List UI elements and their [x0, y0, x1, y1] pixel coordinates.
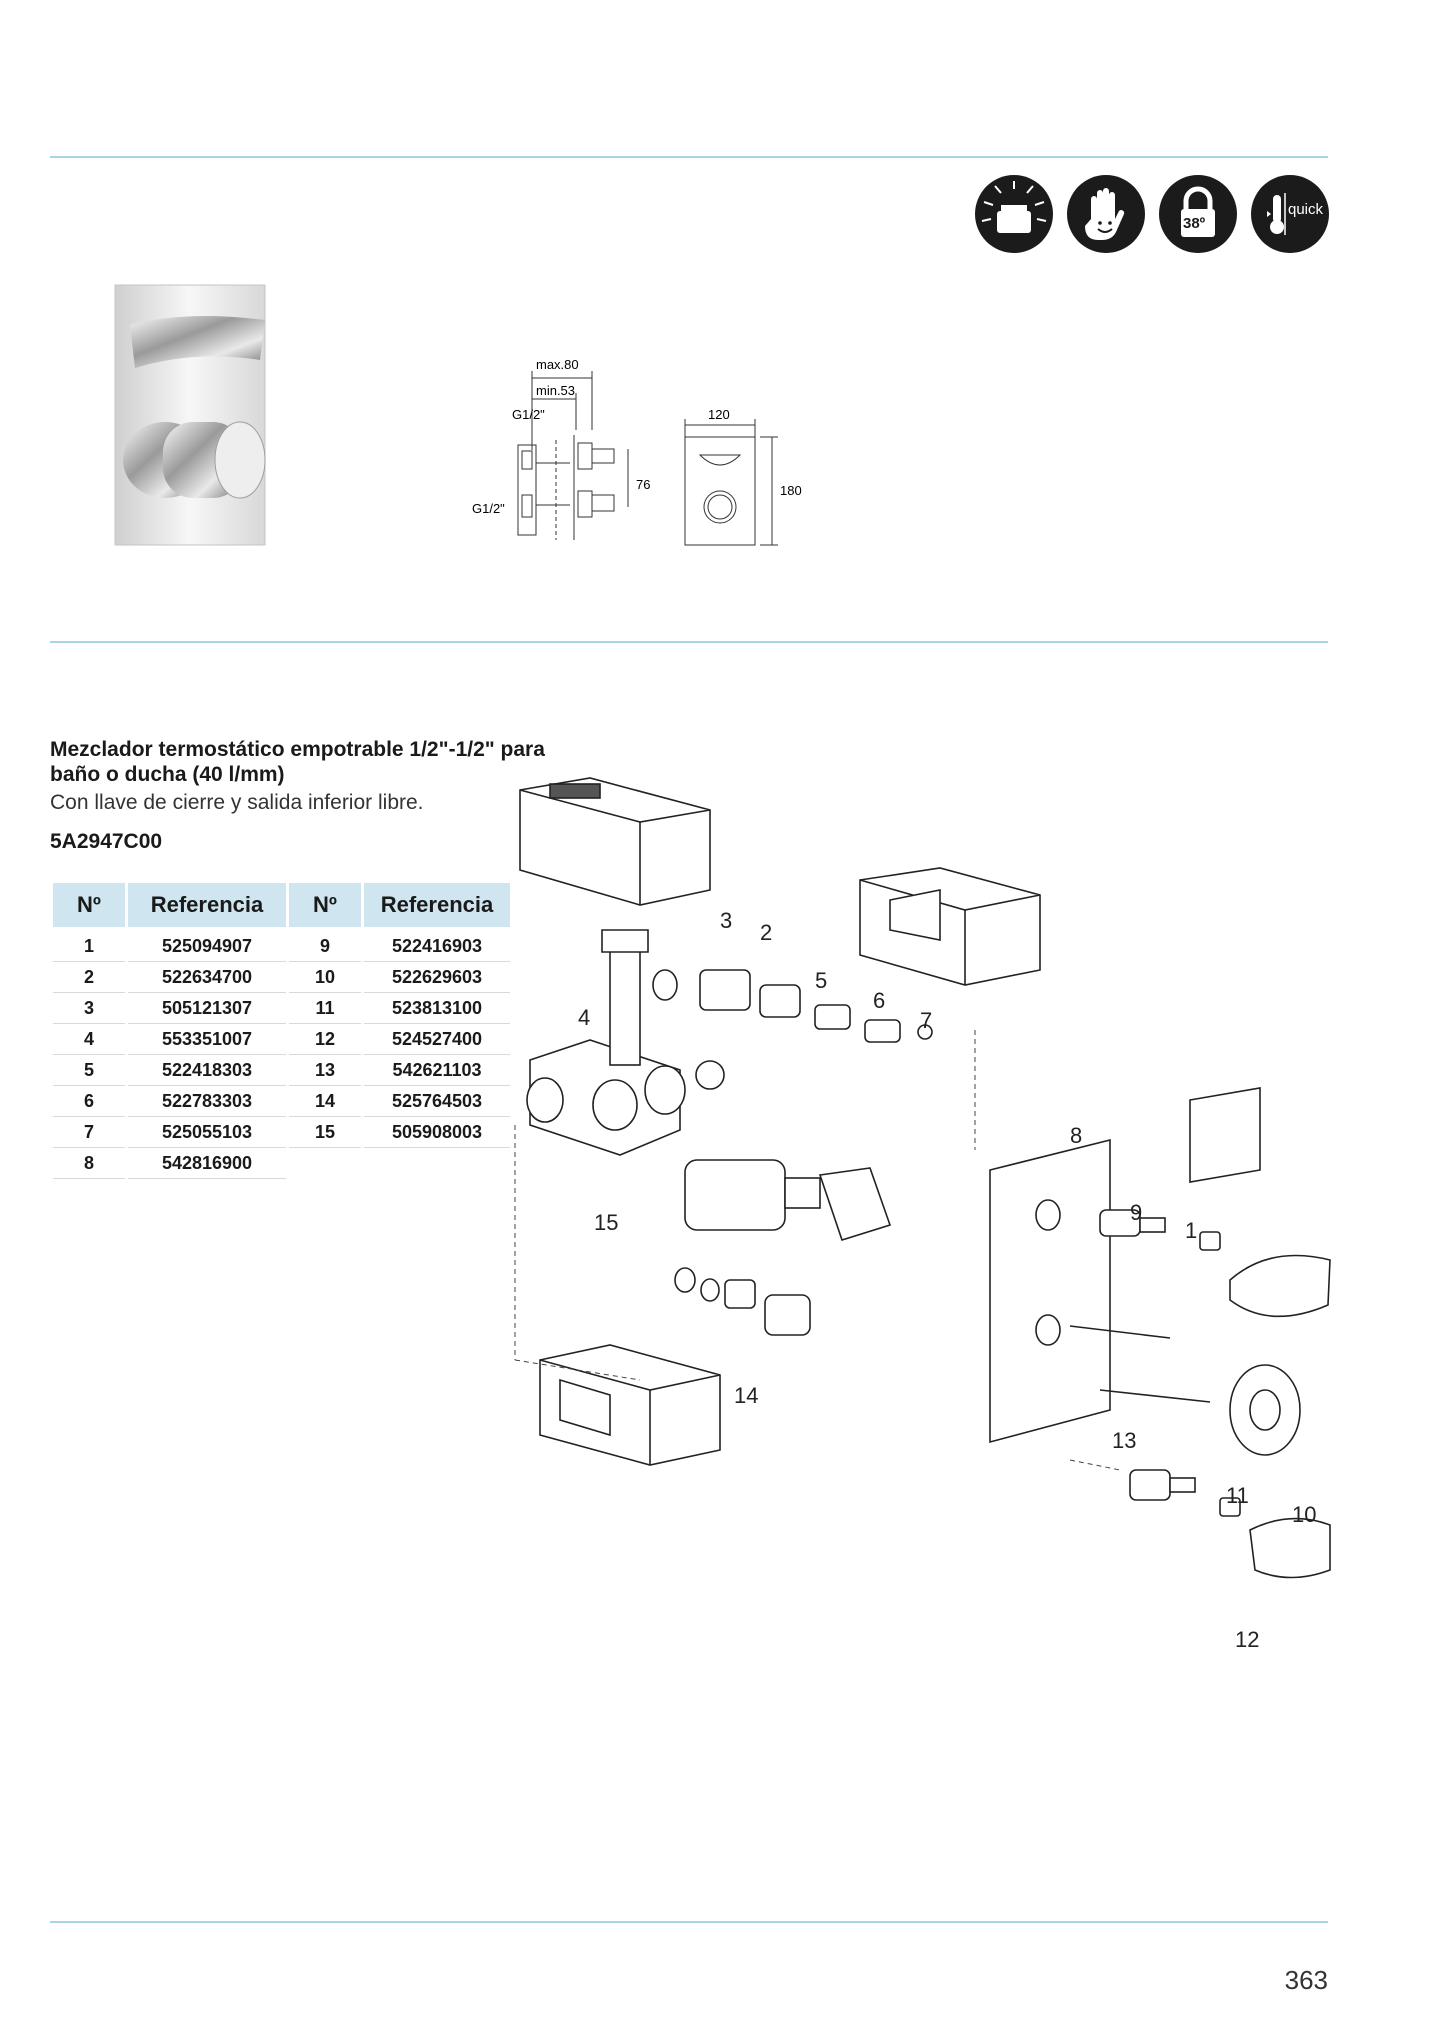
product-code: 5A2947C00 — [50, 830, 163, 853]
product-photo — [114, 284, 266, 546]
callout-3: 3 — [720, 908, 732, 933]
callout-12: 12 — [1235, 1627, 1259, 1652]
product-title: Mezclador termostático empotrable 1/2"-1… — [50, 738, 545, 786]
product-subtitle: Con llave de cierre y salida inferior li… — [50, 791, 424, 814]
callout-11: 11 — [1226, 1483, 1249, 1508]
dimension-drawing: max.80 min.53 G1/2" G1/2" 76 120 180 — [472, 357, 802, 546]
callout-8: 8 — [1070, 1123, 1082, 1148]
callout-2: 2 — [760, 920, 772, 945]
dim-min-label: min.53 — [536, 383, 575, 398]
callout-10: 10 — [1292, 1502, 1316, 1527]
quick-thermometer-icon: quick — [1251, 175, 1329, 253]
dim-max-label: max.80 — [536, 357, 579, 372]
exploded-view: 1 2 3 4 5 6 7 8 9 10 11 12 13 14 15 — [514, 777, 1331, 1652]
dim-120-label: 120 — [708, 407, 730, 422]
col-no-2: Nº — [289, 883, 361, 927]
parts-table-header: Nº Referencia Nº Referencia — [53, 883, 510, 927]
feature-icons: 38º quick — [975, 175, 1329, 253]
callout-13: 13 — [1112, 1428, 1136, 1453]
col-reference-2: Referencia — [364, 883, 510, 927]
callout-1: 1 — [1185, 1218, 1197, 1243]
page-number: 363 — [1284, 1965, 1328, 1995]
col-no: Nº — [53, 883, 125, 927]
temperature-lock-icon: 38º — [1159, 175, 1237, 253]
callout-9: 9 — [1130, 1200, 1142, 1225]
callout-6: 6 — [873, 988, 885, 1013]
dim-inlet-bottom-label: G1/2" — [472, 501, 505, 516]
dim-180-label: 180 — [780, 483, 802, 498]
anti-scald-icon — [975, 175, 1053, 253]
dim-inlet-top-label: G1/2" — [512, 407, 545, 422]
callout-7: 7 — [920, 1008, 932, 1033]
dim-76-label: 76 — [636, 477, 650, 492]
temperature-label: 38º — [1183, 215, 1206, 232]
col-reference: Referencia — [128, 883, 286, 927]
quick-label: quick — [1288, 201, 1324, 218]
callout-14: 14 — [734, 1383, 758, 1408]
callout-15: 15 — [594, 1210, 618, 1235]
bottom-rule — [50, 1921, 1328, 1923]
safety-hand-icon — [1067, 175, 1145, 253]
callout-4: 4 — [578, 1005, 590, 1030]
top-rule — [50, 156, 1328, 158]
middle-rule — [50, 641, 1328, 643]
callout-5: 5 — [815, 968, 827, 993]
